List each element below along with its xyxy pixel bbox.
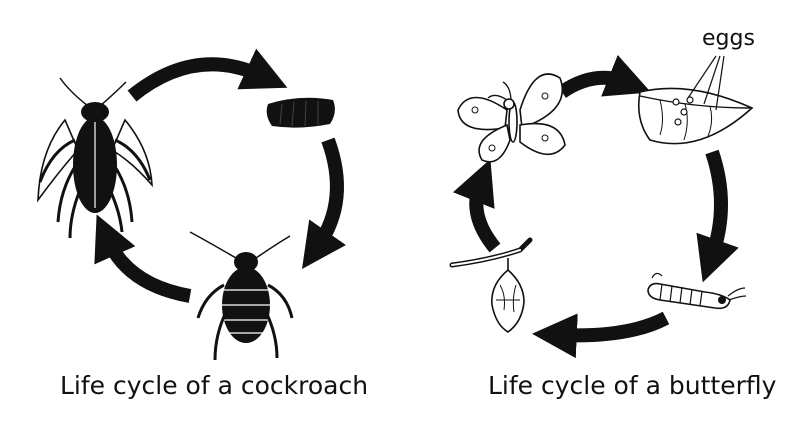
cycle-arrow <box>94 214 192 303</box>
leaf-with-eggs-icon <box>637 55 754 145</box>
butterfly-cycle <box>449 54 754 359</box>
eggs-pointer-line <box>687 55 725 111</box>
cycle-arrow <box>558 54 652 98</box>
caterpillar-icon <box>647 272 747 310</box>
chrysalis-icon <box>449 237 533 333</box>
adult-cockroach-icon <box>37 77 153 239</box>
nymph-icon <box>189 231 294 361</box>
cockroach-caption: Life cycle of a cockroach <box>60 371 369 400</box>
butterfly-caption: Life cycle of a butterfly <box>488 371 777 400</box>
ootheca-egg-case-icon <box>266 97 335 128</box>
adult-butterfly-icon <box>457 73 566 163</box>
cycle-arrow <box>696 149 739 283</box>
cycle-arrow <box>127 48 288 102</box>
cycle-arrow <box>302 137 346 269</box>
cockroach-cycle <box>37 48 346 361</box>
eggs-label: eggs <box>702 26 755 51</box>
cycle-arrow <box>532 311 670 359</box>
cycle-arrow <box>452 158 501 253</box>
